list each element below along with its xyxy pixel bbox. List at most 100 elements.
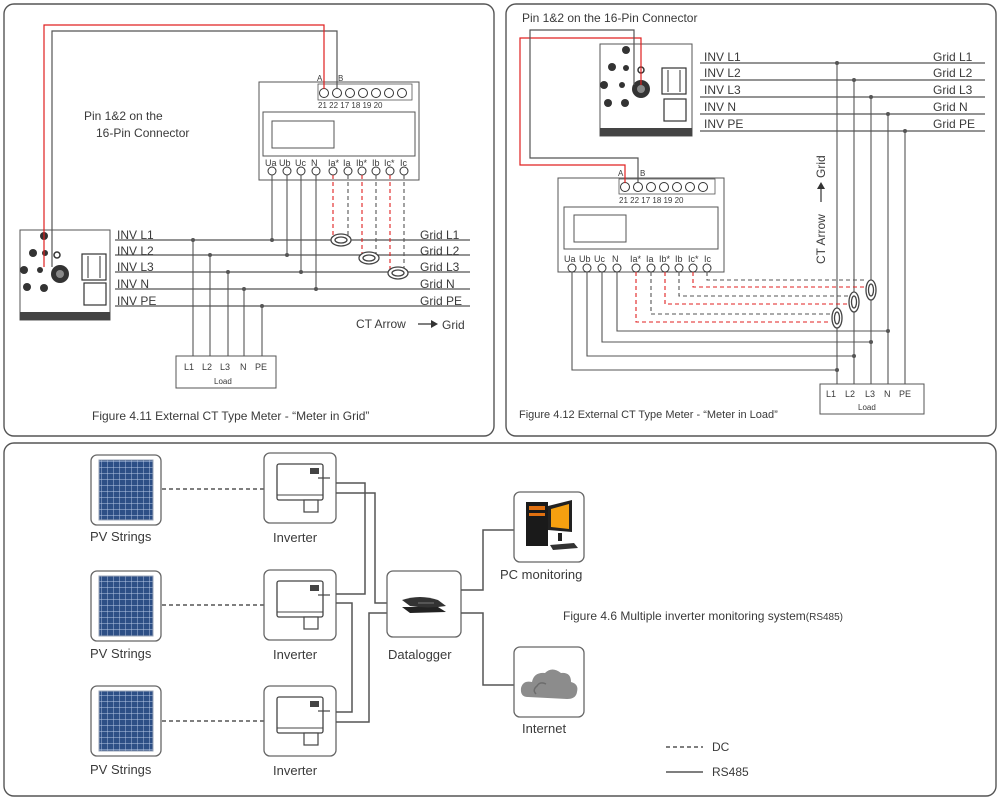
svg-text:Ic: Ic [704, 254, 712, 264]
svg-text:Grid L1: Grid L1 [933, 50, 973, 64]
terminal-b-label: B [640, 169, 645, 178]
meter-device-412: A B 21 22 17 18 19 20 Ua Ub Uc N Ia* Ia … [557, 169, 725, 273]
inverter-label-1: Inverter [273, 530, 318, 545]
svg-text:INV N: INV N [117, 277, 149, 291]
meter-device-411: A B 21 22 17 18 19 20 Ua Ub Uc N Ia* Ia … [258, 74, 420, 181]
pc-monitoring-label: PC monitoring [500, 567, 582, 582]
internet-label: Internet [522, 721, 566, 736]
svg-text:L2: L2 [202, 362, 212, 372]
svg-text:Grid L3: Grid L3 [933, 83, 973, 97]
ct-arrow-label-411: CT Arrow [356, 317, 406, 331]
load-box-412: L1 L2 L3 N PE Load [819, 383, 925, 415]
terminal-a-label: A [317, 74, 323, 83]
meter-terminal-labels: Ua Ub Uc N Ia* Ia Ib* Ib Ic* Ic [265, 158, 408, 168]
svg-text:Grid PE: Grid PE [420, 294, 462, 308]
terminal-numbers: 21 22 17 18 19 20 [318, 101, 383, 110]
svg-text:Ia: Ia [646, 254, 654, 264]
svg-text:L3: L3 [220, 362, 230, 372]
pin-note-line-1: Pin 1&2 on the [84, 109, 163, 123]
pv-label-1: PV Strings [90, 529, 152, 544]
svg-text:Grid L2: Grid L2 [420, 244, 460, 258]
svg-text:PE: PE [255, 362, 267, 372]
pv-label-2: PV Strings [90, 646, 152, 661]
svg-text:Grid L3: Grid L3 [420, 260, 460, 274]
figure-4-6: PV Strings PV Strings PV Strings In [90, 452, 843, 779]
svg-text:Uc: Uc [295, 158, 306, 168]
pin-note-412: Pin 1&2 on the 16-Pin Connector [522, 11, 697, 25]
legend-dc-label: DC [712, 740, 730, 754]
svg-text:L2: L2 [845, 389, 855, 399]
datalogger-label: Datalogger [388, 647, 452, 662]
caption-figure-4-11: Figure 4.11 External CT Type Meter - “Me… [92, 409, 369, 423]
inv-line-labels-412: INV L1 INV L2 INV L3 INV N INV PE [704, 50, 743, 131]
figure-4-11: A B 21 22 17 18 19 20 Ua Ub Uc N Ia* Ia … [19, 24, 470, 423]
caption-figure-4-12: Figure 4.12 External CT Type Meter - “Me… [519, 409, 778, 421]
svg-text:INV L2: INV L2 [704, 66, 741, 80]
terminal-b-label: B [338, 74, 343, 83]
svg-text:Ub: Ub [579, 254, 591, 264]
svg-text:INV L1: INV L1 [704, 50, 741, 64]
svg-text:INV N: INV N [704, 100, 736, 114]
svg-text:N: N [311, 158, 318, 168]
svg-text:CT Arrow: CT Arrow [814, 214, 828, 264]
inv-line-labels-411: INV L1 INV L2 INV L3 INV N INV PE [117, 228, 156, 308]
svg-text:Ic*: Ic* [384, 158, 395, 168]
svg-text:L1: L1 [826, 389, 836, 399]
svg-text:L1: L1 [184, 362, 194, 372]
svg-text:Grid L2: Grid L2 [933, 66, 973, 80]
svg-text:Grid PE: Grid PE [933, 117, 975, 131]
pv-panel-1 [90, 454, 162, 526]
panel-figure-4-12 [505, 3, 997, 437]
svg-text:INV L2: INV L2 [117, 244, 154, 258]
svg-text:Load: Load [858, 403, 876, 412]
svg-text:Ub: Ub [279, 158, 291, 168]
arrow-up-icon [817, 182, 825, 189]
pc-monitor-icon [513, 491, 585, 563]
svg-text:Grid L1: Grid L1 [420, 228, 460, 242]
svg-text:Ia: Ia [343, 158, 351, 168]
svg-text:INV L3: INV L3 [117, 260, 154, 274]
svg-text:Uc: Uc [594, 254, 605, 264]
legend: DC RS485 [666, 740, 749, 779]
svg-text:Ib*: Ib* [659, 254, 671, 264]
svg-text:INV PE: INV PE [704, 117, 743, 131]
ct-arrow-412: CT Arrow Grid [814, 155, 828, 264]
svg-text:N: N [612, 254, 619, 264]
svg-text:PE: PE [899, 389, 911, 399]
figure-4-12: Pin 1&2 on the 16-Pin Connector A B [519, 11, 985, 421]
pin-note-line-2: 16-Pin Connector [96, 126, 189, 140]
svg-text:Ia*: Ia* [328, 158, 340, 168]
svg-text:Grid: Grid [814, 155, 828, 178]
pv-panel-3 [90, 685, 162, 757]
inverter-device-412 [599, 43, 693, 137]
inverter-3 [263, 685, 337, 757]
ct-arrow-target-411: Grid [442, 318, 465, 332]
panel-figure-4-11 [3, 3, 495, 437]
svg-text:Ia*: Ia* [630, 254, 642, 264]
caption-figure-4-6: Figure 4.6 Multiple inverter monitoring … [563, 609, 843, 623]
inverter-2 [263, 569, 337, 641]
svg-text:L3: L3 [865, 389, 875, 399]
svg-text:Ic: Ic [400, 158, 408, 168]
meter-terminal-labels: Ua Ub Uc N Ia* Ia Ib* Ib Ic* Ic [564, 254, 712, 264]
terminal-numbers: 21 22 17 18 19 20 [619, 196, 684, 205]
svg-text:Grid N: Grid N [933, 100, 968, 114]
panel-figure-4-6 [3, 442, 997, 797]
svg-text:N: N [884, 389, 891, 399]
arrow-right-icon [431, 320, 438, 328]
svg-text:INV L3: INV L3 [704, 83, 741, 97]
load-box-411: L1 L2 L3 N PE Load [175, 355, 277, 389]
svg-text:INV PE: INV PE [117, 294, 156, 308]
svg-text:N: N [240, 362, 247, 372]
inverter-device-411 [19, 229, 111, 321]
inverter-label-3: Inverter [273, 763, 318, 778]
inverter-1 [263, 452, 337, 524]
svg-text:Ib: Ib [675, 254, 683, 264]
pv-label-3: PV Strings [90, 762, 152, 777]
svg-text:Ua: Ua [265, 158, 277, 168]
svg-text:Load: Load [214, 377, 232, 386]
datalogger [386, 570, 462, 638]
internet-cloud-icon [513, 646, 585, 718]
inverter-label-2: Inverter [273, 647, 318, 662]
